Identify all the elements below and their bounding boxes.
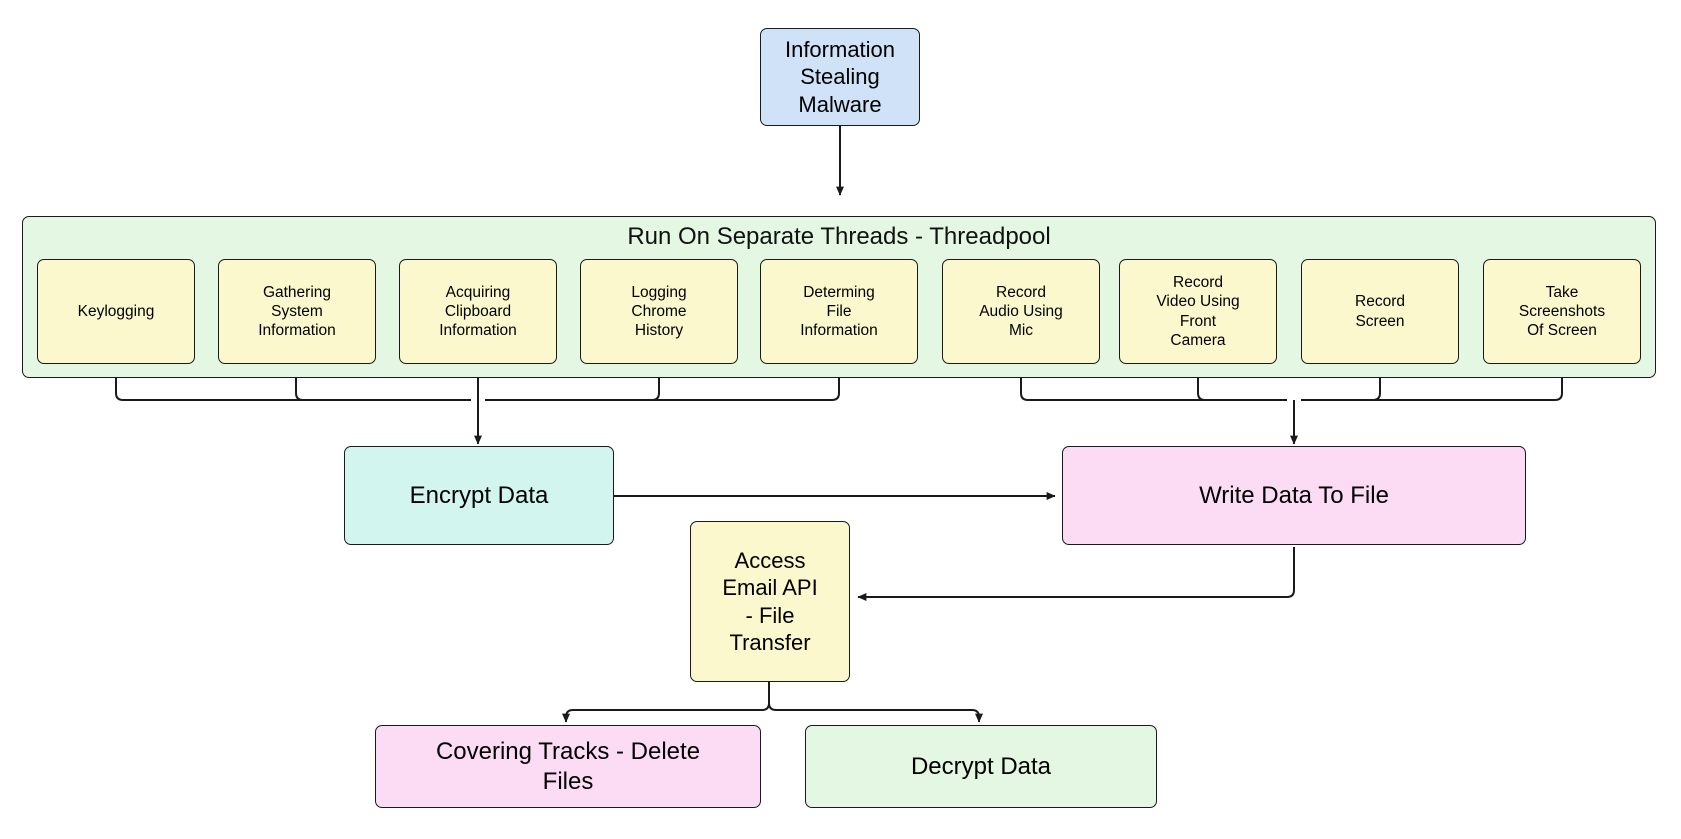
- edge-write-to-email-api: [857, 547, 1295, 601]
- node-access-email-api-file-transfer[interactable]: Access Email API - File Transfer: [690, 521, 850, 682]
- cluster-threadpool-label: Run On Separate Threads - Threadpool: [627, 223, 1051, 250]
- node-gathering-system-information[interactable]: Gathering System Information: [218, 259, 376, 364]
- node-encrypt-data[interactable]: Encrypt Data: [344, 446, 614, 545]
- node-record-video-using-front-camera[interactable]: Record Video Using Front Camera: [1119, 259, 1277, 364]
- node-determing-file-information[interactable]: Determing File Information: [760, 259, 918, 364]
- edge-email-to-covering-tracks: [562, 682, 770, 723]
- node-keylogging[interactable]: Keylogging: [37, 259, 195, 364]
- node-covering-tracks-delete-files[interactable]: Covering Tracks - Delete Files: [375, 725, 761, 808]
- node-logging-chrome-history[interactable]: Logging Chrome History: [580, 259, 738, 364]
- node-acquiring-clipboard-information[interactable]: Acquiring Clipboard Information: [399, 259, 557, 364]
- edge-email-to-decrypt-data: [768, 682, 983, 723]
- node-record-screen[interactable]: Record Screen: [1301, 259, 1459, 364]
- node-decrypt-data[interactable]: Decrypt Data: [805, 725, 1157, 808]
- node-take-screenshots-of-screen[interactable]: Take Screenshots Of Screen: [1483, 259, 1641, 364]
- node-write-data-to-file[interactable]: Write Data To File: [1062, 446, 1526, 545]
- node-information-stealing-malware[interactable]: Information Stealing Malware: [760, 28, 920, 126]
- node-record-audio-using-mic[interactable]: Record Audio Using Mic: [942, 259, 1100, 364]
